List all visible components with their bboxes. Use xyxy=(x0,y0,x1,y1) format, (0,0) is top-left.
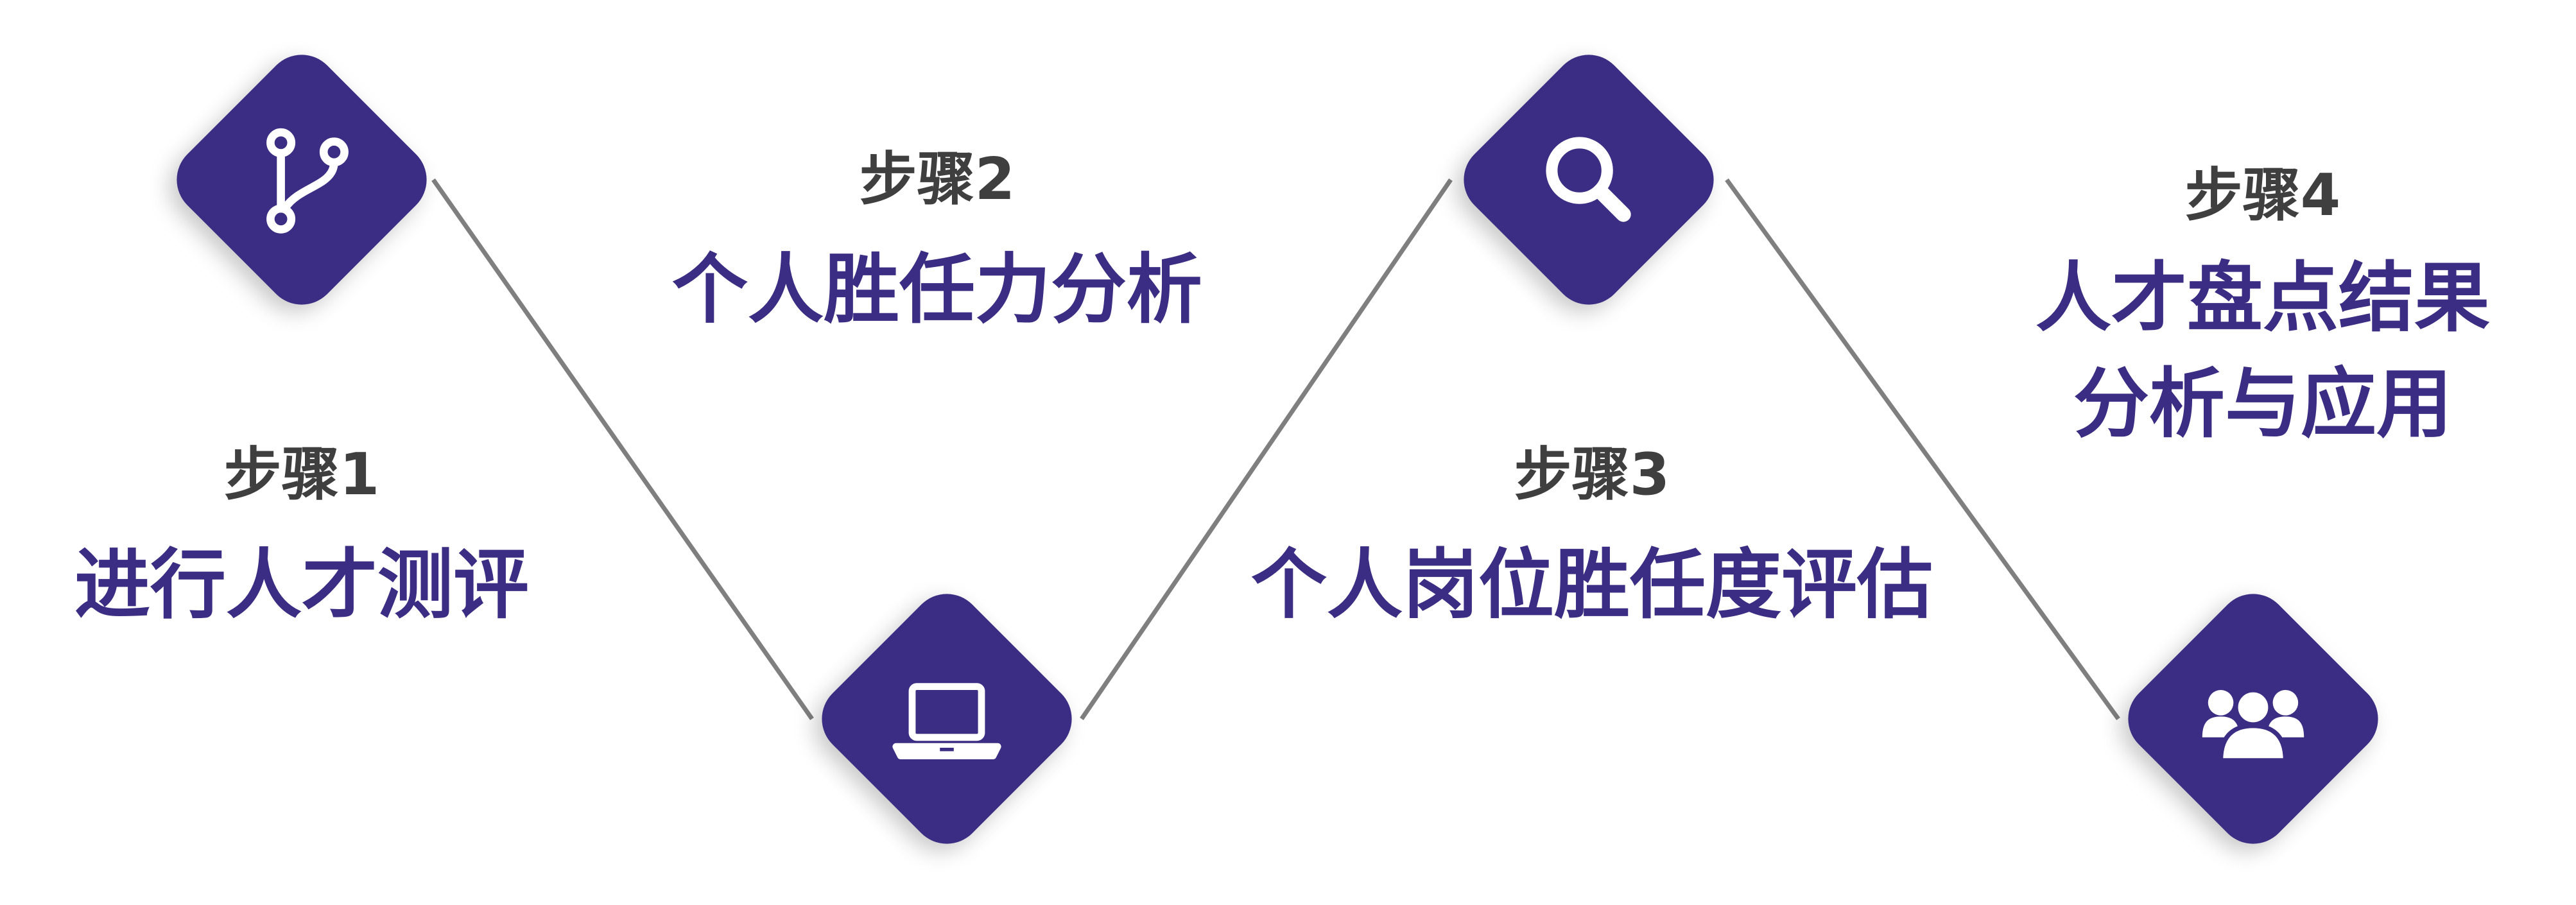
step-2-node xyxy=(806,578,1088,860)
step-1-title-line-1: 进行人才测评 xyxy=(74,540,530,629)
laptop-icon xyxy=(892,683,1001,759)
connector-line-1-2 xyxy=(431,178,814,721)
step-3-title-line-1: 个人岗位胜任度评估 xyxy=(1250,540,1933,629)
step-4-title: 人才盘点结果 分析与应用 xyxy=(2036,245,2490,457)
step-4-title-line-1: 人才盘点结果 xyxy=(2035,254,2491,342)
step-3-node xyxy=(1448,39,1730,321)
step-2-label: 步骤2 xyxy=(859,146,1016,213)
step-4-node xyxy=(2112,578,2394,860)
connector-line-2-3 xyxy=(1080,178,1453,720)
step-1-node xyxy=(160,39,443,321)
git-branch-icon xyxy=(266,128,349,234)
step-3-text: 步骤3 个人岗位胜任度评估 xyxy=(1251,443,1933,638)
step-4-text: 步骤4 人才盘点结果 分析与应用 xyxy=(2036,164,2490,457)
step-2-title: 个人胜任力分析 xyxy=(672,237,1202,343)
step-1-text: 步骤1 进行人才测评 xyxy=(74,443,529,638)
step-1-title: 进行人才测评 xyxy=(74,532,529,638)
step-2-text: 步骤2 个人胜任力分析 xyxy=(672,148,1202,343)
step-4-title-line-2: 分析与应用 xyxy=(2073,359,2453,449)
step-2-title-line-1: 个人胜任力分析 xyxy=(671,245,1203,334)
step-3-label: 步骤3 xyxy=(1514,441,1670,508)
step-3-title: 个人岗位胜任度评估 xyxy=(1251,532,1933,638)
search-icon xyxy=(1546,137,1631,222)
step-4-label: 步骤4 xyxy=(2184,162,2341,229)
users-group-icon xyxy=(2202,687,2304,763)
step-1-label: 步骤1 xyxy=(223,441,380,508)
connector-line-3-4 xyxy=(1725,178,2120,721)
